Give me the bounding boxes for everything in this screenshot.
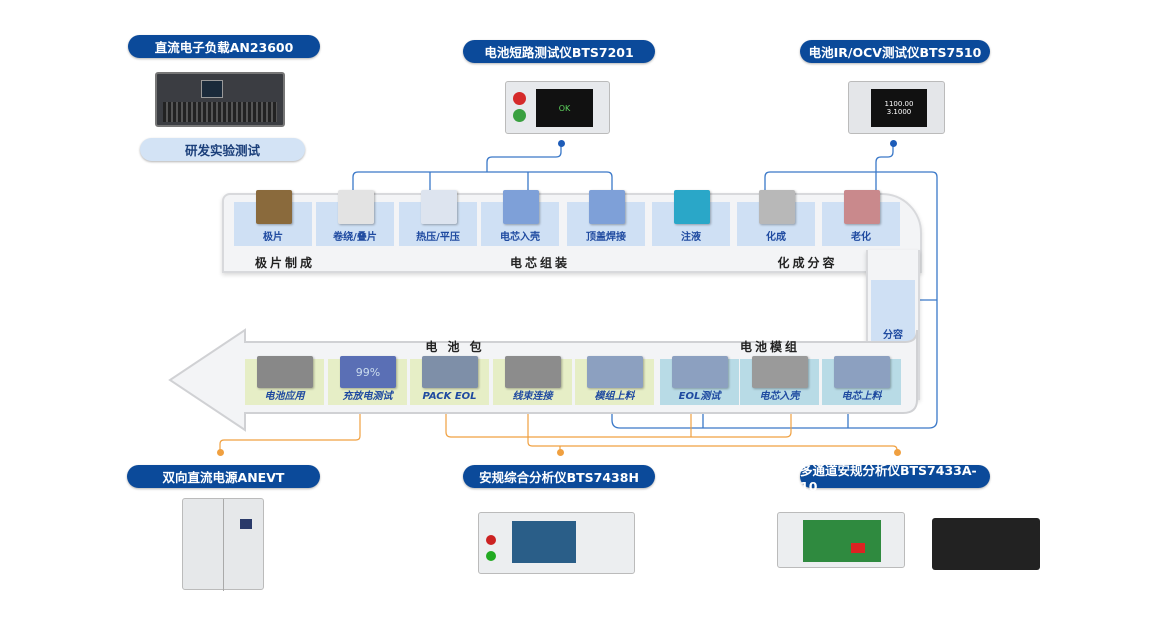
stage-battery-module: 电池模组 <box>739 340 800 354</box>
step-image <box>503 190 539 224</box>
step-image <box>589 190 625 224</box>
step-image <box>256 190 292 224</box>
step-label: 分容 <box>883 330 903 341</box>
multichannel-safety-analyzer-device <box>777 512 905 568</box>
instrument-title-anevt: 双向直流电源ANEVT <box>127 465 320 488</box>
connector-dot <box>217 449 224 456</box>
step-label: 模组上料 <box>594 391 635 402</box>
step-label: 化成 <box>766 232 786 243</box>
step-label: 电池应用 <box>264 391 305 402</box>
short-circuit-tester-device: OK <box>505 81 610 134</box>
instrument-title-bts7201: 电池短路测试仪BTS7201 <box>463 40 655 63</box>
connector-dot <box>890 140 897 147</box>
step-label: PACK EOL <box>422 391 477 402</box>
bts7201-screen: OK <box>536 89 593 127</box>
step-image <box>422 356 478 388</box>
step-image <box>672 356 728 388</box>
step-label: 电芯入壳 <box>759 391 800 402</box>
step-label: 顶盖焊接 <box>586 232 626 243</box>
step-label: 热压/平压 <box>416 232 460 243</box>
step-capacity-grading: 分容 <box>871 280 915 344</box>
bidirectional-dc-power-device <box>182 498 264 591</box>
stage-battery-pack: 电 池 包 <box>425 340 485 354</box>
step-label: 电芯上料 <box>841 391 882 402</box>
step-image: 99% <box>340 356 396 388</box>
stage-cell-assembly: 电芯组装 <box>509 256 570 270</box>
step-image <box>844 190 880 224</box>
step-image <box>834 356 890 388</box>
stage-electrode: 极片制成 <box>254 256 315 270</box>
stage-formation: 化成分容 <box>777 256 838 270</box>
ir-ocv-tester-device: 1100.00 3.1000 <box>848 81 945 134</box>
step-image <box>421 190 457 224</box>
multichannel-module-device <box>932 518 1040 570</box>
instrument-title-bts7510: 电池IR/OCV测试仪BTS7510 <box>800 40 990 63</box>
step-image <box>505 356 561 388</box>
step-label: 充放电测试 <box>342 391 393 402</box>
safety-analyzer-device <box>478 512 635 574</box>
instrument-title-bts7438h: 安规综合分析仪BTS7438H <box>463 465 655 488</box>
instrument-title-an23600: 直流电子负载AN23600 <box>128 35 320 58</box>
step-image <box>257 356 313 388</box>
connector-dot <box>557 449 564 456</box>
step-label: EOL测试 <box>678 391 721 402</box>
rnd-testing-tag: 研发实验测试 <box>140 138 305 161</box>
step-label: 极片 <box>263 232 283 243</box>
step-image <box>759 190 795 224</box>
step-image <box>674 190 710 224</box>
step-label: 卷绕/叠片 <box>333 232 377 243</box>
bts7510-voltage: 1100.00 <box>884 100 914 108</box>
step-image <box>587 356 643 388</box>
electronic-load-device <box>155 72 285 127</box>
connector-dot <box>558 140 565 147</box>
connector-dot <box>894 449 901 456</box>
step-label: 电芯入壳 <box>500 232 540 243</box>
step-label: 老化 <box>851 232 871 243</box>
step-image <box>752 356 808 388</box>
step-label: 线束连接 <box>512 391 553 402</box>
step-image <box>338 190 374 224</box>
step-label: 注液 <box>681 232 701 243</box>
instrument-title-bts7433a: 多通道安规分析仪BTS7433A-10 <box>800 463 990 494</box>
bts7510-resistance: 3.1000 <box>886 108 912 116</box>
